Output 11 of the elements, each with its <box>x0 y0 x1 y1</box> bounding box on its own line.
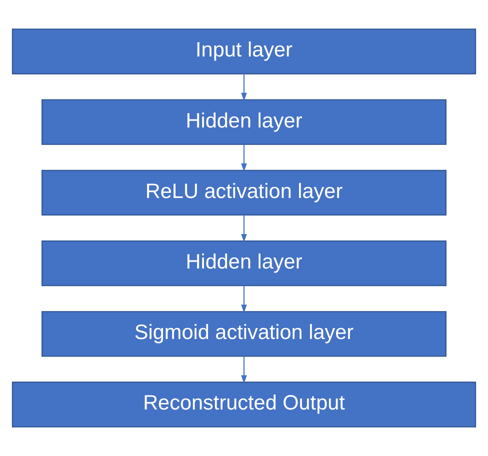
arrow <box>241 144 247 172</box>
node-box: Sigmoid activation layer <box>42 311 446 357</box>
node-box: Hidden layer <box>42 240 446 286</box>
arrow <box>241 74 247 102</box>
arrow <box>241 286 247 313</box>
node-box: Hidden layer <box>42 99 446 145</box>
node-box: Reconstructed Output <box>12 382 476 428</box>
node-box: Input layer <box>12 28 476 74</box>
node-box: ReLU activation layer <box>42 170 446 216</box>
arrow <box>241 356 247 384</box>
arrow <box>241 215 247 242</box>
